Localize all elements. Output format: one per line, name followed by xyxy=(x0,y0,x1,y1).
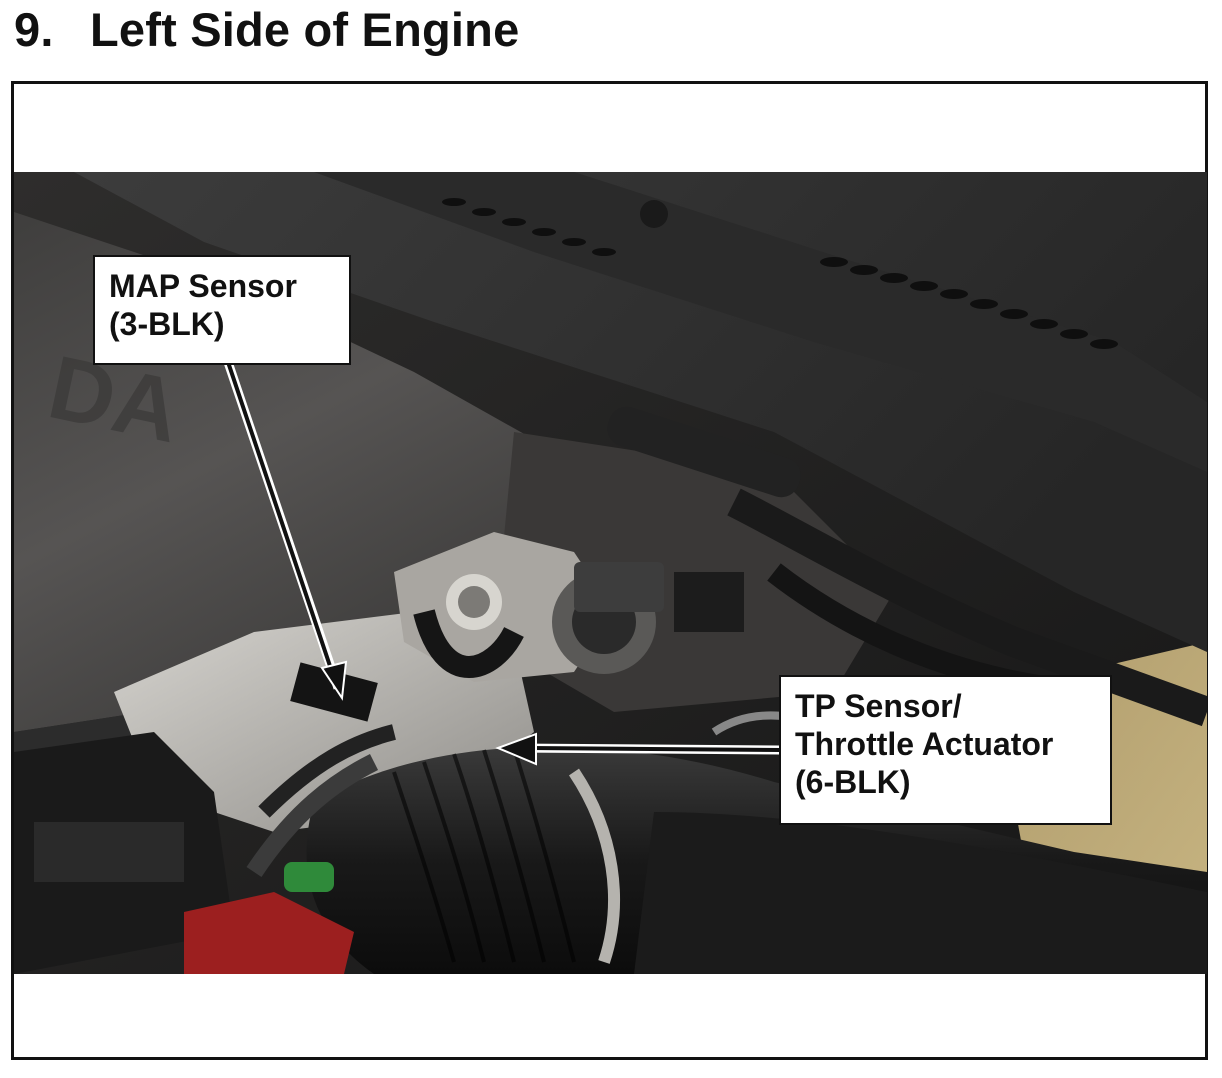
page-title: 9. Left Side of Engine xyxy=(14,2,519,57)
tp-sensor-label: TP Sensor/ xyxy=(795,688,962,724)
throttle-actuator-label: Throttle Actuator xyxy=(795,726,1054,762)
step-number: 9. xyxy=(14,3,54,56)
map-sensor-connector: (3-BLK) xyxy=(109,306,225,342)
step-title: Left Side of Engine xyxy=(90,3,520,56)
arrow-down-icon xyxy=(223,360,348,701)
arrow-left-icon xyxy=(495,732,781,766)
map-sensor-label: MAP Sensor xyxy=(109,268,297,304)
tp-sensor-connector: (6-BLK) xyxy=(795,764,911,800)
tp-sensor-callout: TP Sensor/ Throttle Actuator (6-BLK) xyxy=(779,675,1112,825)
map-sensor-callout: MAP Sensor (3-BLK) xyxy=(93,255,351,365)
